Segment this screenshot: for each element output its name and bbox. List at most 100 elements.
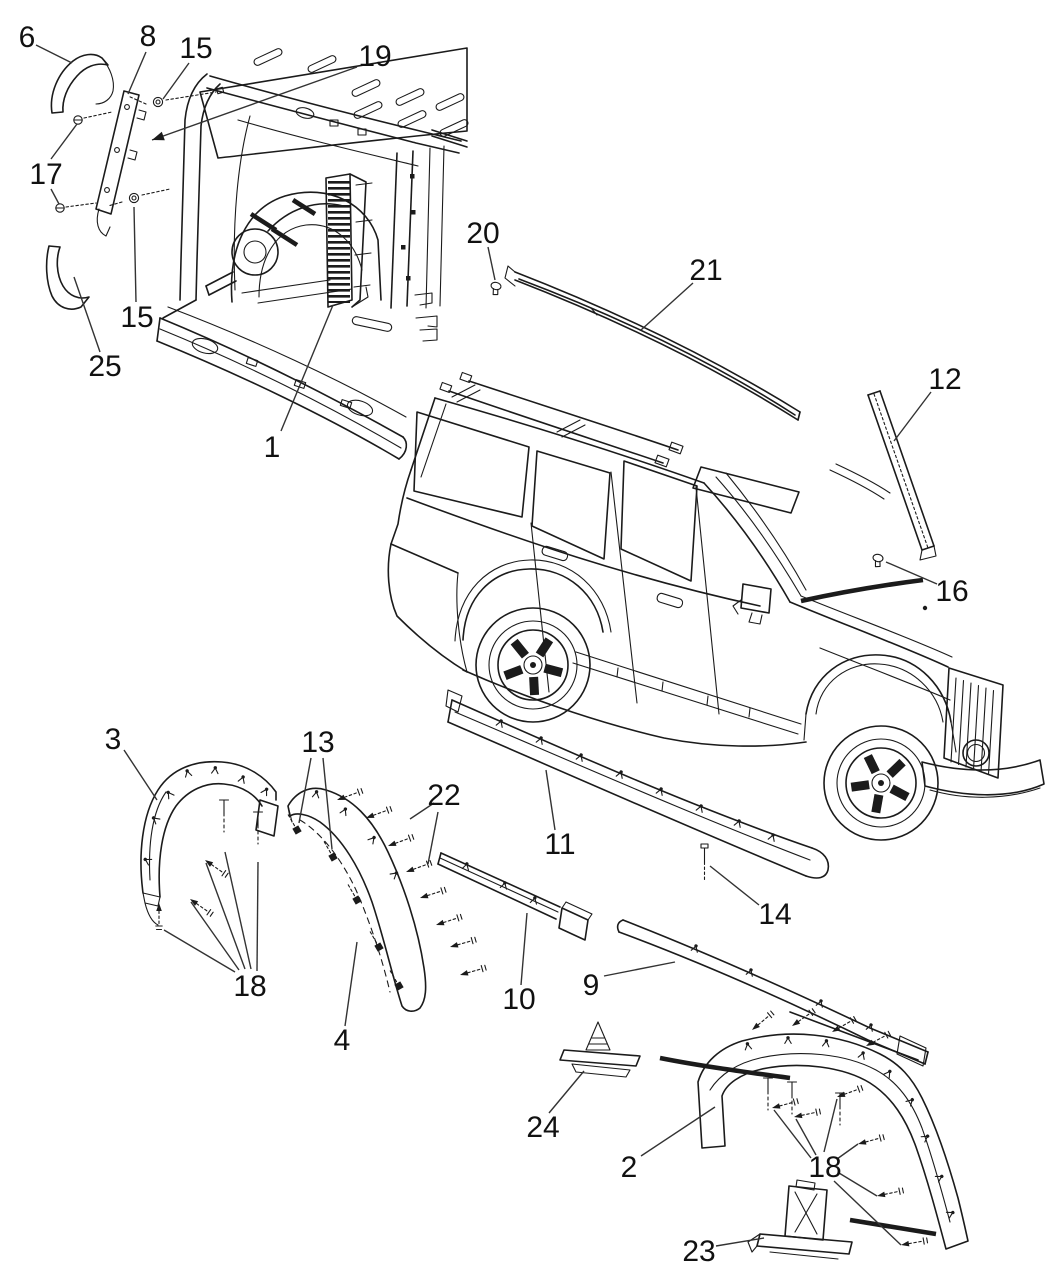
door-molding-10-segment xyxy=(439,857,559,913)
roof-rack-segment xyxy=(561,424,586,438)
body-structure-cutaway-segment xyxy=(206,87,460,154)
leader-line-3 xyxy=(123,749,158,801)
corner-applique-6 xyxy=(50,53,114,114)
roof-panel-slots-segment xyxy=(351,79,381,97)
rear-body-segment xyxy=(390,543,459,574)
leader-line-17 xyxy=(50,123,78,160)
roof-molding-strip-21-segment xyxy=(504,265,516,287)
callout-4: 4 xyxy=(334,1024,351,1057)
door-molding-10-segment xyxy=(561,901,593,921)
door-molding-10-segment xyxy=(440,852,561,908)
body-structure-cutaway-segment xyxy=(179,73,208,301)
pillar-applique-12-segment xyxy=(867,394,923,551)
beltline xyxy=(406,497,761,607)
retainer-nut-15b-segment xyxy=(107,201,123,207)
rear-wheel-flare-2-segment xyxy=(709,1053,951,1223)
vehicle-side-view-segment xyxy=(715,476,802,597)
wheel-housing-segment xyxy=(270,227,299,247)
floor-and-sill-segment xyxy=(398,436,408,460)
roofline xyxy=(434,397,705,484)
wheel-flare-3-segment xyxy=(144,902,159,926)
callout-17: 17 xyxy=(29,158,62,191)
floor-and-sill-segment xyxy=(159,317,404,438)
pillar-bracket-8-segment xyxy=(127,149,138,161)
seal-strip-front xyxy=(659,1055,791,1081)
front-fender-arch xyxy=(803,654,957,753)
pillar-bracket-8-segment xyxy=(96,208,111,237)
clip-24-segment xyxy=(585,1021,611,1051)
quarter-pillar-inner-segment xyxy=(411,210,416,215)
vehicle-side-view-segment xyxy=(829,469,885,500)
pillar-applique-12-segment xyxy=(867,390,881,396)
pillar-bracket-8-segment xyxy=(124,104,130,110)
callout-10: 10 xyxy=(502,983,535,1016)
front-fender-arch-segment xyxy=(815,663,944,723)
floor-and-sill-segment xyxy=(351,316,393,332)
wheel-housing-segment xyxy=(243,240,267,264)
quarter-pillar-inner-segment xyxy=(410,174,415,179)
rear-wheel-segment xyxy=(475,607,591,723)
front-fender-arch-segment xyxy=(803,713,807,741)
floor-and-sill-segment xyxy=(339,399,353,409)
quarter-pillar-inner-segment xyxy=(439,145,445,307)
sunroof xyxy=(692,466,800,514)
side-mirror-segment xyxy=(740,583,772,614)
rear-wheel-segment xyxy=(497,629,569,701)
door-molding-10-segment xyxy=(437,863,557,920)
leader-line-12 xyxy=(893,391,932,442)
roof-rack-segment xyxy=(459,371,473,384)
front-wheel-segment xyxy=(845,747,917,819)
leader-line-19 xyxy=(151,66,358,141)
vehicle-side-view-segment xyxy=(725,472,807,591)
front-fender-arch-segment xyxy=(950,721,957,753)
leader-line-16 xyxy=(885,561,938,585)
leader-line-15a xyxy=(162,62,190,100)
roof-rack-segment xyxy=(456,389,481,403)
rear-wheel-segment-segment xyxy=(529,676,540,696)
roof-rack-segment xyxy=(556,419,581,433)
quarter-pillar-inner-segment xyxy=(425,147,431,309)
rear-wheel-segment xyxy=(530,662,536,668)
front-wheel-segment xyxy=(850,754,910,814)
front-bumper-segment xyxy=(929,787,1041,798)
leader-line-4 xyxy=(344,941,358,1027)
callout-16: 16 xyxy=(935,575,968,608)
retainer-nut-15a-segment xyxy=(165,91,217,101)
grille-segment xyxy=(957,679,965,766)
callout-13: 13 xyxy=(301,726,334,759)
leader-line-17-1 xyxy=(50,188,60,205)
callout-2: 2 xyxy=(621,1151,638,1184)
leader-line-18b-5 xyxy=(833,1180,902,1246)
screw-17b xyxy=(55,202,97,213)
leader-line-15b xyxy=(133,206,137,303)
wheel-flare-4-segment xyxy=(299,819,391,993)
wheel-housing-segment xyxy=(249,212,278,232)
sill-applique-11-segment xyxy=(454,711,811,861)
leader-line-13-1 xyxy=(322,757,333,850)
callout-24: 24 xyxy=(526,1111,559,1144)
rear-body-segment xyxy=(462,568,604,641)
body-structure-cutaway-segment xyxy=(233,115,251,291)
air-extractor-vent-segment xyxy=(353,284,371,288)
screw-17a-segment xyxy=(83,111,113,119)
wheel-flare-3-segment xyxy=(158,782,263,898)
front-bumper xyxy=(921,759,1045,798)
vehicle-side-view-segment xyxy=(575,651,802,725)
grille-segment xyxy=(987,689,995,776)
leader-line-25 xyxy=(73,276,101,353)
leader-line-20 xyxy=(487,246,496,281)
sill-applique-11-segment xyxy=(451,699,813,849)
sill-applique-11-segment xyxy=(447,721,807,877)
leader-line-1 xyxy=(280,304,334,432)
pillar-bracket-8-segment xyxy=(95,90,140,215)
grille-segment xyxy=(980,687,987,773)
vehicle-side-view-segment xyxy=(661,681,664,692)
quarter-pillar-inner-segment xyxy=(415,315,438,342)
leader-line-18b xyxy=(773,1109,812,1159)
roof-panel-slots-segment xyxy=(307,55,337,73)
door-molding-10 xyxy=(437,852,593,941)
quarter-window xyxy=(413,411,530,518)
front-wheel-segment-segment xyxy=(871,794,884,814)
quarter-pillar-inner-segment xyxy=(390,152,398,309)
roof-panel-slots-segment xyxy=(395,88,425,106)
